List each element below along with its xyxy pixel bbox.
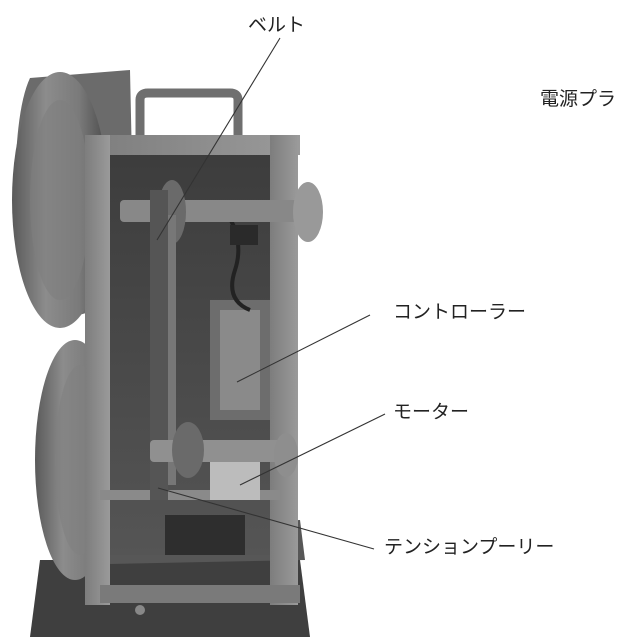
power-plug-label: 電源プラ: [540, 88, 617, 110]
motor-label: モーター: [393, 401, 470, 423]
belt-label: ベルト: [248, 14, 306, 36]
controller-label: コントローラー: [393, 301, 527, 323]
leader-lines: [156, 37, 386, 550]
tension-pulley-label: テンションプーリー: [384, 536, 555, 558]
carry-handle: [135, 88, 243, 135]
belt-assembly: [120, 180, 323, 500]
upper-wheel: [12, 70, 135, 328]
